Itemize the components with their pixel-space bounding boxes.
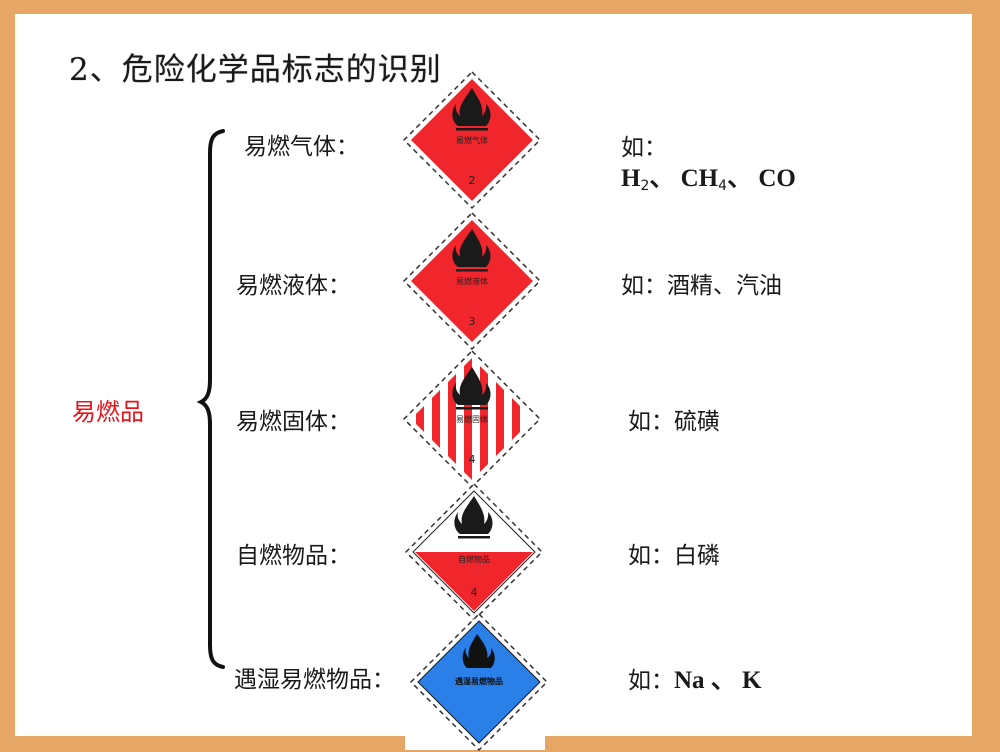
svg-text:4: 4 — [471, 586, 478, 599]
example-flammable-solid: 如：硫磺 — [628, 409, 720, 435]
svg-text:2: 2 — [469, 174, 476, 187]
flammable-gas-sign-icon: 易燃气体 2 — [402, 70, 542, 210]
svg-text:易燃液体: 易燃液体 — [456, 276, 488, 286]
flammable-liquid-sign-icon: 易燃液体 3 — [402, 211, 542, 351]
flammable-solid-sign-icon: 易燃固体 4 — [402, 349, 542, 489]
label-dangerous-when-wet: 遇湿易燃物品： — [234, 667, 395, 693]
label-flammable-solid: 易燃固体： — [236, 409, 351, 435]
example-flammable-gas: H2、 CH4、 CO — [621, 165, 796, 194]
svg-text:易燃气体: 易燃气体 — [456, 135, 488, 145]
label-flammable-liquid: 易燃液体： — [236, 273, 351, 299]
svg-text:自燃物品: 自燃物品 — [458, 554, 490, 564]
slide-title: 2、危险化学品标志的识别 — [69, 52, 442, 88]
label-spontaneous-combustible: 自燃物品： — [236, 543, 351, 569]
example-flammable-gas-prefix: 如： — [621, 135, 667, 161]
category-label: 易燃品 — [72, 398, 144, 426]
curly-brace — [196, 129, 225, 669]
dangerous-when-wet-sign-icon: 遇湿易燃物品 — [409, 612, 549, 752]
example-flammable-liquid: 如：酒精、汽油 — [621, 273, 782, 299]
label-flammable-gas: 易燃气体： — [244, 134, 359, 160]
svg-text:遇湿易燃物品: 遇湿易燃物品 — [455, 676, 503, 686]
example-spontaneous-combustible: 如：白磷 — [628, 543, 720, 569]
spontaneous-combustible-sign-icon: 自燃物品 4 — [404, 482, 544, 622]
example-dangerous-when-wet: 如：Na 、 K — [628, 667, 762, 694]
svg-text:3: 3 — [469, 315, 476, 328]
svg-text:易燃固体: 易燃固体 — [456, 414, 488, 424]
svg-text:4: 4 — [469, 453, 476, 466]
